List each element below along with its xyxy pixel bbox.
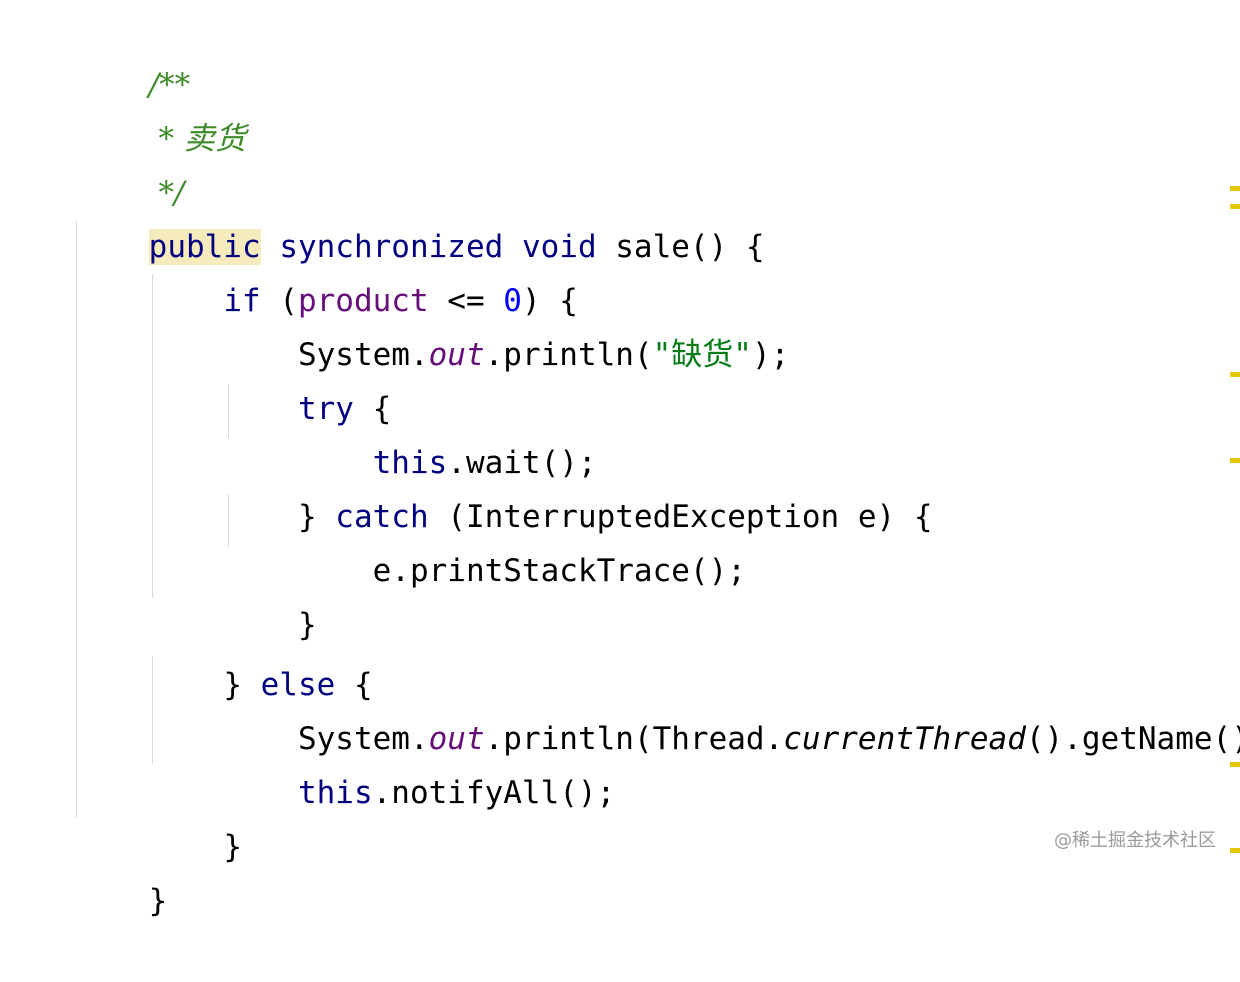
indent-guide	[228, 384, 229, 438]
keyword-public: public	[148, 229, 261, 265]
keyword-this: this	[297, 775, 373, 811]
number-literal: 0	[503, 283, 522, 319]
class-ref: System.	[297, 337, 429, 373]
method-call: ().getName()+"	[1025, 721, 1240, 757]
code-line[interactable]: */	[74, 112, 185, 211]
code-line[interactable]: this.wait();	[74, 382, 597, 481]
static-method: currentThread	[783, 721, 1026, 757]
code-line[interactable]: this.notifyAll();	[74, 712, 615, 811]
error-stripe-marker[interactable]	[1230, 458, 1240, 463]
brace-close: }	[223, 667, 261, 703]
brace-close: }	[223, 829, 242, 865]
indent-guide	[76, 220, 77, 818]
doc-comment: * 卖货	[148, 121, 246, 157]
error-stripe-marker[interactable]	[1230, 848, 1240, 853]
operator: <=	[428, 283, 504, 319]
watermark: @稀土掘金技术社区	[1054, 830, 1216, 851]
brace-close: }	[297, 499, 336, 535]
brace-open: {	[353, 391, 392, 427]
static-field: out	[428, 337, 485, 373]
error-stripe-marker[interactable]	[1230, 186, 1240, 191]
keyword-else: else	[260, 667, 336, 703]
string-literal: "缺货"	[652, 337, 752, 373]
code-line[interactable]: public synchronized void sale() {	[74, 166, 765, 265]
statement: e.printStackTrace();	[372, 553, 746, 589]
code-line[interactable]: }	[74, 544, 317, 643]
doc-comment: /**	[148, 67, 191, 103]
catch-clause: (InterruptedException e) {	[428, 499, 933, 535]
statement-end: );	[751, 337, 790, 373]
code-line[interactable]: if (product <= 0) {	[74, 220, 578, 319]
brace-close: }	[148, 883, 168, 919]
class-ref: System.	[297, 721, 429, 757]
keyword-this: this	[372, 445, 448, 481]
paren-close: ) {	[521, 283, 578, 319]
static-field: out	[428, 721, 485, 757]
indent-guide	[152, 656, 153, 764]
code-line[interactable]: }	[74, 820, 168, 919]
keyword-synchronized: synchronized	[279, 229, 504, 265]
indent-guide	[152, 274, 153, 598]
code-editor[interactable]: /** * 卖货 */ public synchronized void sal…	[0, 0, 1240, 919]
method-signature: sale() {	[596, 229, 765, 265]
error-stripe-marker[interactable]	[1230, 372, 1240, 377]
keyword-void: void	[521, 229, 597, 265]
brace-open: {	[335, 667, 373, 703]
keyword-if: if	[223, 283, 261, 319]
code-line[interactable]: e.printStackTrace();	[74, 490, 746, 589]
brace-close: }	[297, 607, 317, 643]
code-line[interactable]: }	[74, 766, 242, 865]
field-product: product	[297, 283, 429, 319]
code-line[interactable]: } catch (InterruptedException e) {	[74, 436, 933, 535]
error-stripe-marker[interactable]	[1230, 762, 1240, 767]
method-call: .wait();	[447, 445, 597, 481]
doc-comment: */	[148, 175, 185, 211]
method-call: .notifyAll();	[372, 775, 616, 811]
code-line[interactable]: System.out.println("缺货");	[74, 274, 789, 373]
error-stripe-marker[interactable]	[1230, 204, 1240, 209]
method-call: .println(Thread.	[484, 721, 784, 757]
code-line[interactable]: * 卖货	[74, 58, 246, 157]
code-line[interactable]: try {	[74, 328, 391, 427]
keyword-catch: catch	[335, 499, 429, 535]
code-line[interactable]: } else {	[74, 604, 372, 703]
paren-open: (	[260, 283, 298, 319]
code-line[interactable]: System.out.println(Thread.currentThread(…	[74, 658, 1240, 757]
method-call: .println(	[484, 337, 653, 373]
code-line[interactable]: /**	[74, 4, 190, 103]
indent-guide	[228, 494, 229, 548]
keyword-try: try	[297, 391, 354, 427]
